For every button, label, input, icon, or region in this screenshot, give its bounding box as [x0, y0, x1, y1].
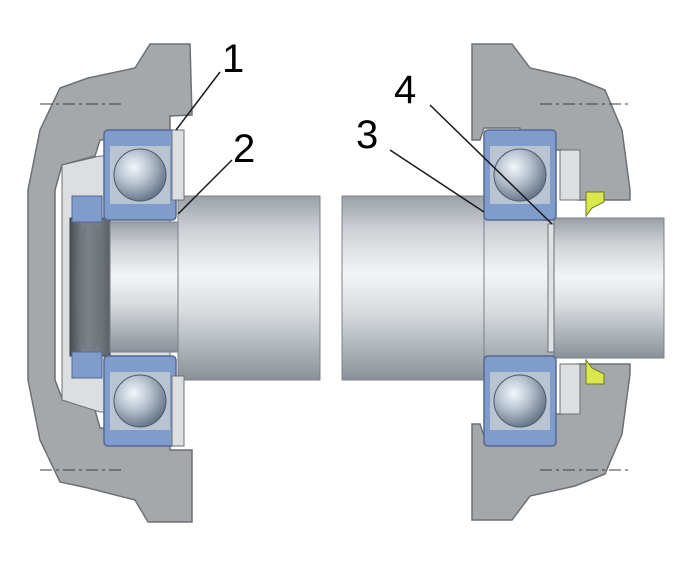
callout-label-1: 1 — [222, 37, 244, 81]
callout-label-3: 3 — [356, 113, 378, 157]
right-shaft-seal — [585, 191, 605, 385]
shaft-right-segment — [341, 195, 665, 381]
callout-label-2: 2 — [233, 127, 255, 171]
leader-2 — [177, 159, 233, 215]
right-bearing-bottom — [483, 355, 557, 447]
leader-4 — [429, 104, 553, 225]
leader-3 — [389, 149, 485, 213]
leader-1 — [175, 71, 221, 131]
left-bearing-bottom — [103, 355, 185, 447]
shaft-left-segment — [69, 195, 321, 381]
callout-leaders — [175, 71, 553, 225]
left-bearing-top — [103, 129, 185, 221]
callout-label-4: 4 — [394, 68, 416, 112]
right-bearing-top — [483, 129, 557, 221]
